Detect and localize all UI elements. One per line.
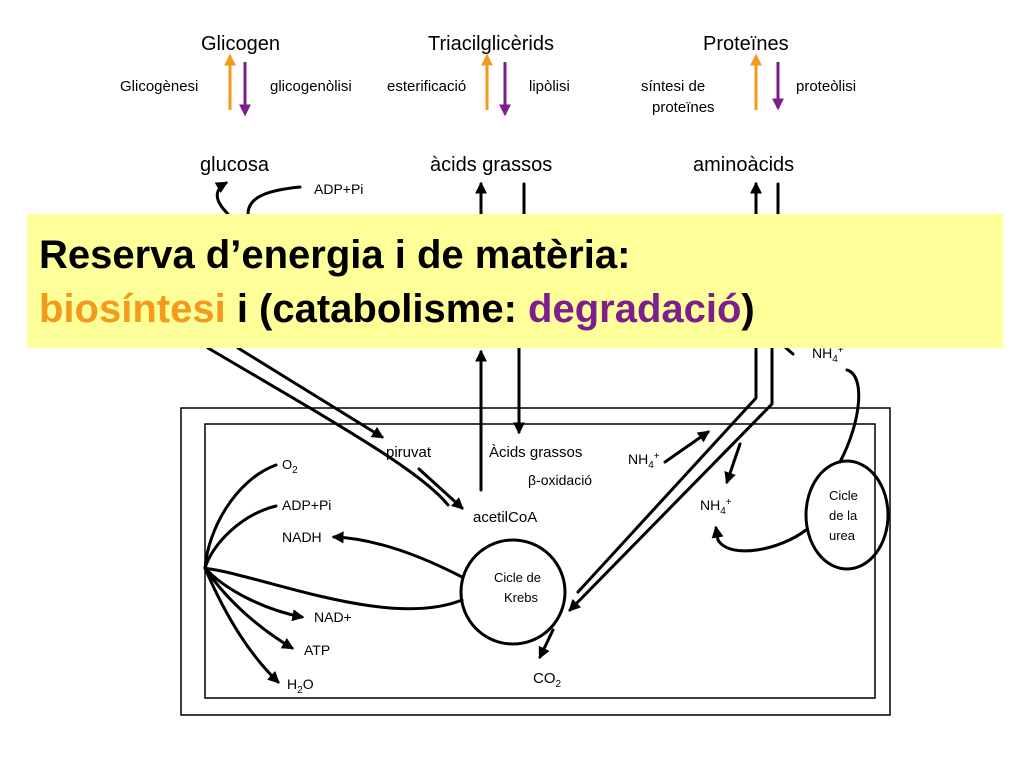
esterificacio-label: esterificació xyxy=(387,78,466,95)
urea-label-2: de la xyxy=(829,508,858,523)
urea-cycle-circle xyxy=(804,459,890,571)
banner-line-2: biosíntesi i (catabolisme: degradació) xyxy=(39,282,1003,336)
piruvat-to-glucose-line xyxy=(206,346,450,507)
banner-degradacio: degradació xyxy=(528,287,742,331)
glucosa-label: glucosa xyxy=(200,154,270,176)
urea-label-3: urea xyxy=(829,528,856,543)
glucosa-loop-arrow xyxy=(214,181,230,216)
sintesi-label-2: proteïnes xyxy=(652,99,715,116)
banner-line-1: Reserva d’energia i de matèria: xyxy=(39,233,631,277)
etc-o2-curve xyxy=(203,463,278,570)
atp-label: ATP xyxy=(304,642,330,658)
o2-label: O2 xyxy=(282,457,298,476)
banner-close: ) xyxy=(741,287,755,331)
nh4-bend xyxy=(784,346,795,356)
glicogenolisi-label: glicogenòlisi xyxy=(270,78,352,95)
glicogenesi-label: Glicogènesi xyxy=(120,78,198,95)
acids-grassos-label: àcids grassos xyxy=(430,154,552,176)
etc-to-h2o-arrow xyxy=(203,566,280,684)
nh4-top-label: NH4+ xyxy=(812,345,844,365)
krebs-label-1: Cicle de xyxy=(494,570,541,585)
glicogen-label: Glicogen xyxy=(201,33,280,55)
urea-label-1: Cicle xyxy=(829,488,858,503)
aminoacids-label: aminoàcids xyxy=(693,154,794,176)
sintesi-label-1: síntesi de xyxy=(641,78,705,95)
etc-loop-lower xyxy=(203,566,464,611)
krebs-label-2: Krebs xyxy=(504,590,538,605)
banner-middle: i (catabolisme: xyxy=(225,287,529,331)
nh4-a-arrow xyxy=(663,430,710,464)
acids-grassos-mito-label: Àcids grassos xyxy=(489,444,582,461)
piruvat-label: piruvat xyxy=(386,444,432,461)
nadh-label: NADH xyxy=(282,529,322,545)
piruvat-to-acetil-arrow xyxy=(417,467,464,510)
urea-to-nh4-arrow xyxy=(711,525,808,553)
banner-biosintesi: biosíntesi xyxy=(39,287,226,331)
etc-to-atp-arrow xyxy=(203,566,295,650)
acetilcoa-label: acetilCoA xyxy=(473,509,537,526)
adp-pi-mito-label: ADP+Pi xyxy=(282,497,331,513)
beta-oxidacio-label: β-oxidació xyxy=(528,472,592,488)
etc-nadh-loop xyxy=(331,531,464,579)
adp-pi-arc xyxy=(246,185,302,216)
glucose-to-piruvat-arrow xyxy=(236,346,385,439)
h2o-label: H2O xyxy=(287,676,314,696)
nh4-b-arrow xyxy=(724,442,742,485)
krebs-to-co2-arrow xyxy=(538,628,555,660)
etc-adp-curve xyxy=(203,504,278,570)
proteines-label: Proteïnes xyxy=(703,33,789,55)
proteolisi-label: proteòlisi xyxy=(796,78,856,95)
lipolisi-label: lipòlisi xyxy=(529,78,570,95)
nad-label: NAD+ xyxy=(314,609,352,625)
nh4-label-b: NH4+ xyxy=(700,497,732,517)
co2-label: CO2 xyxy=(533,670,562,690)
title-banner: Reserva d’energia i de matèria: biosínte… xyxy=(27,214,1003,348)
mitochondrion-outer xyxy=(180,407,891,716)
nh4-label-a: NH4+ xyxy=(628,451,660,471)
triacilglicerids-label: Triacilglicèrids xyxy=(428,33,554,55)
adp-pi-top-label: ADP+Pi xyxy=(314,181,363,197)
krebs-to-amino-line xyxy=(576,346,758,594)
amino-to-krebs-arrow xyxy=(568,346,774,612)
nh4-to-urea-line xyxy=(838,368,861,464)
etc-to-nad-arrow xyxy=(203,566,305,622)
krebs-cycle-circle xyxy=(459,538,567,646)
